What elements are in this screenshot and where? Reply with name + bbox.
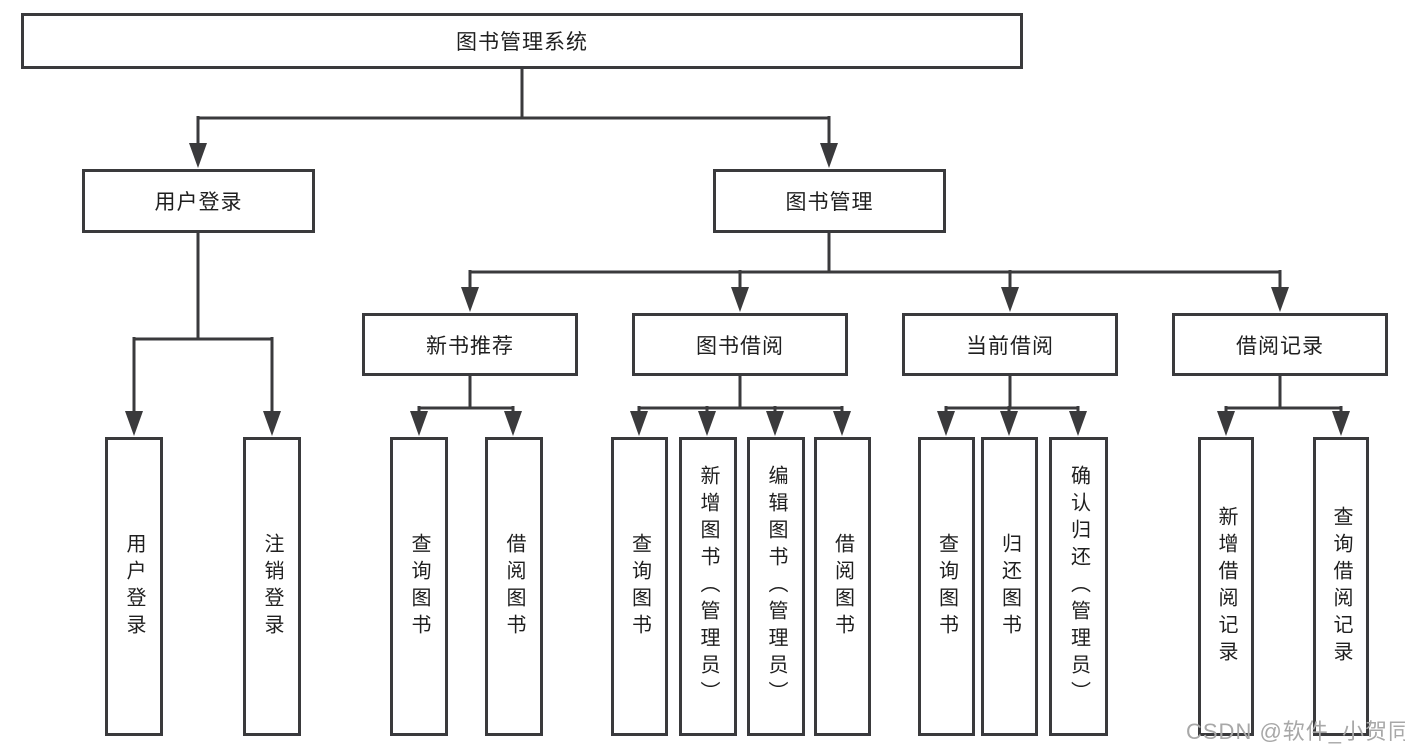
node-return-books-label: 归还图书 xyxy=(998,532,1021,641)
node-user-login: 用户登录 xyxy=(82,169,315,233)
node-edit-books-admin: 编辑图书（管理员） xyxy=(747,437,805,736)
node-book-borrow-label: 图书借阅 xyxy=(696,334,784,358)
node-confirm-return-admin-label: 确认归还（管理员） xyxy=(1067,465,1090,708)
node-current-query-books-label: 查询图书 xyxy=(935,532,958,641)
connector-user-login-children xyxy=(132,233,274,414)
node-query-borrow-record: 查询借阅记录 xyxy=(1313,437,1369,736)
connector-current-borrow-children xyxy=(944,376,1080,414)
csdn-watermark: CSDN @软件_小贺同学 xyxy=(1186,719,1405,744)
node-confirm-return-admin: 确认归还（管理员） xyxy=(1049,437,1108,736)
node-logout-action-label: 注销登录 xyxy=(261,532,283,641)
node-current-borrow: 当前借阅 xyxy=(902,313,1118,376)
node-borrow-query-books: 查询图书 xyxy=(611,437,668,736)
node-logout-action: 注销登录 xyxy=(243,437,301,736)
node-borrow-borrow-books: 借阅图书 xyxy=(814,437,871,736)
node-current-borrow-label: 当前借阅 xyxy=(966,334,1054,358)
node-user-login-action-label: 用户登录 xyxy=(123,532,145,641)
node-add-borrow-record-label: 新增借阅记录 xyxy=(1215,505,1237,668)
node-user-login-label: 用户登录 xyxy=(154,191,243,214)
connector-book-management-children xyxy=(468,233,1282,290)
connector-borrow-record-children xyxy=(1224,376,1343,414)
node-book-management: 图书管理 xyxy=(713,169,946,233)
node-edit-books-admin-label: 编辑图书（管理员） xyxy=(765,465,787,708)
node-root-label: 图书管理系统 xyxy=(456,31,588,54)
node-query-borrow-record-label: 查询借阅记录 xyxy=(1330,505,1352,668)
node-borrow-query-books-label: 查询图书 xyxy=(628,532,651,641)
node-borrow-borrow-books-label: 借阅图书 xyxy=(831,532,854,641)
node-borrow-records: 借阅记录 xyxy=(1172,313,1388,376)
node-borrow-records-label: 借阅记录 xyxy=(1236,334,1324,358)
node-current-query-books: 查询图书 xyxy=(918,437,975,736)
node-recommend-borrow-books-label: 借阅图书 xyxy=(503,532,525,641)
connector-root-to-level2 xyxy=(196,69,831,146)
connector-new-book-children xyxy=(417,376,515,414)
node-add-borrow-record: 新增借阅记录 xyxy=(1198,437,1254,736)
node-recommend-query-books-label: 查询图书 xyxy=(408,532,430,641)
node-return-books: 归还图书 xyxy=(981,437,1038,736)
node-add-books-admin: 新增图书（管理员） xyxy=(679,437,737,736)
node-new-book-recommend: 新书推荐 xyxy=(362,313,578,376)
node-book-management-label: 图书管理 xyxy=(785,191,874,214)
node-user-login-action: 用户登录 xyxy=(105,437,163,736)
node-book-borrow: 图书借阅 xyxy=(632,313,848,376)
node-new-book-recommend-label: 新书推荐 xyxy=(426,334,514,358)
node-recommend-query-books: 查询图书 xyxy=(390,437,448,736)
node-add-books-admin-label: 新增图书（管理员） xyxy=(697,465,719,708)
node-root: 图书管理系统 xyxy=(21,13,1023,69)
node-recommend-borrow-books: 借阅图书 xyxy=(485,437,543,736)
connector-book-borrow-children xyxy=(637,376,844,414)
